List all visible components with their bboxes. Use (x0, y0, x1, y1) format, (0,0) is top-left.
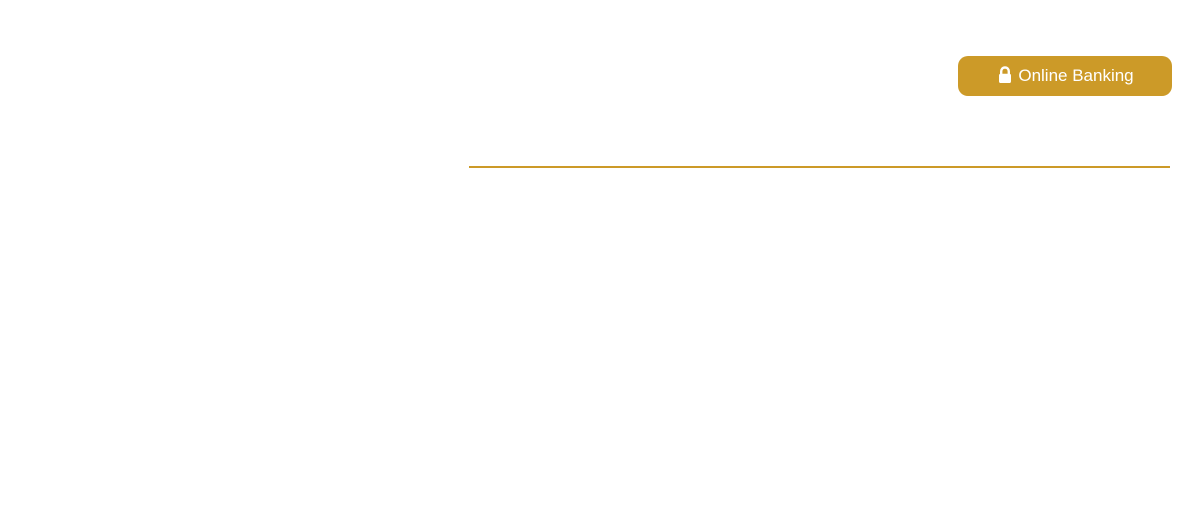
online-banking-label: Online Banking (1018, 65, 1134, 85)
lock-icon (997, 66, 1013, 84)
online-banking-button[interactable]: Online Banking (958, 56, 1172, 96)
header-divider (469, 166, 1170, 168)
site-header: Online Banking (0, 0, 1194, 170)
